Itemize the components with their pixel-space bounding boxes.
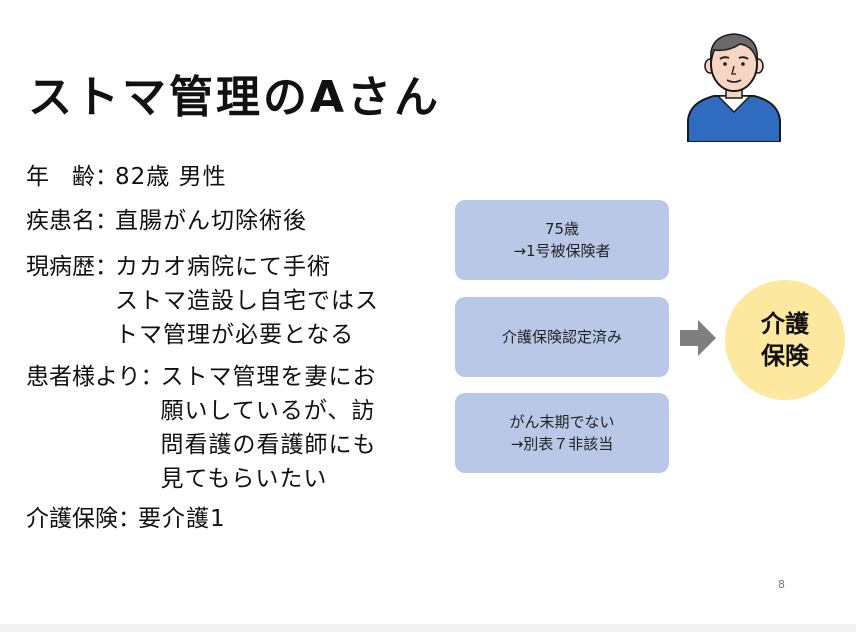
disease-label: 疾患名 xyxy=(26,208,95,234)
elderly-man-icon xyxy=(687,33,781,142)
history-row: 現病歴 ： カカオ病院にて手術 ストマ造設し自宅ではス トマ管理が必要となる xyxy=(26,250,379,352)
colon: ： xyxy=(95,164,118,190)
insurance-value: 要介護1 xyxy=(138,506,226,532)
condition-box-age: 75歳 →1号被保険者 xyxy=(455,200,669,280)
colon: ： xyxy=(95,254,118,280)
disease-value: 直腸がん切除術後 xyxy=(115,208,307,234)
box-line: 介護保険認定済み xyxy=(501,328,622,346)
condition-box-cancer: がん末期でない →別表７非該当 xyxy=(455,393,669,473)
result-line: 介護 xyxy=(761,310,809,338)
insurance-row: 介護保険 ： 要介護1 xyxy=(26,502,226,536)
disease-row: 疾患名 ： 直腸がん切除術後 xyxy=(26,204,307,238)
history-line: ストマ造設し自宅ではス xyxy=(115,288,379,314)
patient-value: ストマ管理を妻にお 願いしているが、訪 問看護の看護師にも 見てもらいたい xyxy=(161,360,377,496)
result-circle: 介護 保険 xyxy=(725,280,845,400)
history-label: 現病歴 xyxy=(26,254,95,280)
patient-row: 患者様より ： ストマ管理を妻にお 願いしているが、訪 問看護の看護師にも 見て… xyxy=(26,360,377,496)
patient-line: ストマ管理を妻にお xyxy=(160,364,377,390)
patient-line: 願いしているが、訪 xyxy=(160,398,376,424)
condition-box-certified: 介護保険認定済み xyxy=(455,297,669,377)
age-row: 年 齢 ： 82歳 男性 xyxy=(26,160,227,194)
colon: ： xyxy=(118,506,141,532)
history-line: トマ管理が必要となる xyxy=(115,322,355,348)
age-value: 82歳 男性 xyxy=(115,164,227,190)
history-value: カカオ病院にて手術 ストマ造設し自宅ではス トマ管理が必要となる xyxy=(115,250,379,352)
box-line: 75歳 xyxy=(544,220,580,238)
box-line: →1号被保険者 xyxy=(513,242,611,260)
colon: ： xyxy=(95,208,118,234)
box-line: がん末期でない xyxy=(509,413,615,431)
slide-title: ストマ管理のAさん xyxy=(28,72,442,123)
patient-line: 問看護の看護師にも xyxy=(160,432,377,458)
history-line: カカオ病院にて手術 xyxy=(115,254,331,280)
patient-line: 見てもらいたい xyxy=(160,466,328,492)
result-line: 保険 xyxy=(761,342,809,370)
bottom-divider xyxy=(0,624,856,632)
right-arrow-icon xyxy=(680,320,716,356)
page-number: 8 xyxy=(778,578,785,591)
age-label: 年 齢 xyxy=(26,164,95,190)
insurance-label: 介護保険 xyxy=(26,506,118,532)
box-line: →別表７非該当 xyxy=(510,435,614,453)
patient-label: 患者様より xyxy=(26,364,141,390)
colon: ： xyxy=(140,364,164,390)
